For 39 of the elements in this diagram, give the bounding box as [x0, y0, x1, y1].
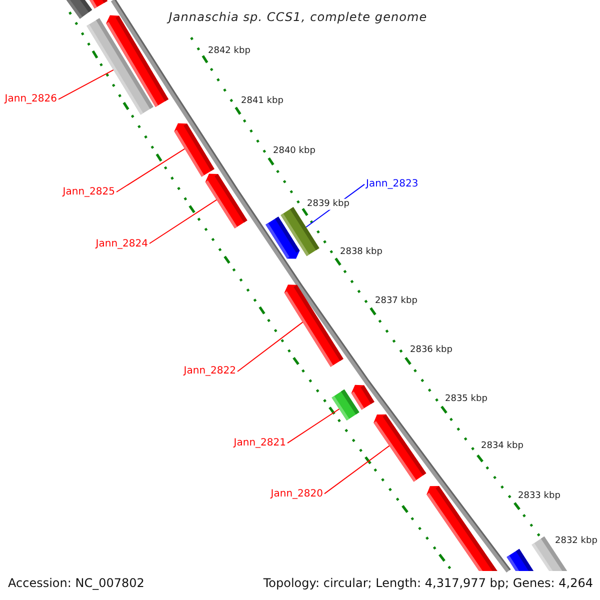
gene-label: Jann_2826 [4, 94, 57, 106]
scale-label: 2837 kbp [375, 296, 418, 306]
gene-block [284, 284, 344, 367]
gene-block [90, 0, 108, 8]
leader-line [58, 69, 114, 100]
gene-block [106, 15, 168, 107]
accession-text: Accession: NC_007802 [8, 577, 144, 591]
leader-line [287, 408, 340, 444]
gene-block [426, 486, 498, 571]
scale-label: 2832 kbp [555, 536, 598, 547]
leader-line [237, 322, 304, 372]
scale-label: 2839 kbp [307, 199, 350, 210]
gene-block [266, 216, 300, 259]
gene-label: Jann_2823 [366, 178, 418, 190]
genome-stats-text: Topology: circular; Length: 4,317,977 bp; Genes: 4,264 [263, 577, 593, 591]
title: Jannaschia sp. CCS1, complete genome [166, 10, 428, 26]
gene-block [374, 414, 426, 482]
scale-label: 2842 kbp [208, 45, 250, 56]
leader-line [116, 148, 186, 192]
scale-label: 2835 kbp [445, 394, 488, 404]
scale-label: 2841 kbp [241, 96, 284, 106]
scale-label: 2836 kbp [410, 345, 452, 356]
leader-line [324, 445, 390, 494]
gene-block [351, 384, 374, 410]
scale-label: 2840 kbp [273, 146, 316, 156]
gene-label: Jann_2820 [270, 488, 323, 500]
gene-block [332, 389, 360, 420]
scale-label: 2833 kbp [518, 490, 560, 501]
leader-line [149, 199, 218, 244]
gene-block [506, 548, 534, 571]
gene-label: Jann_2822 [184, 366, 236, 378]
gene-block [66, 0, 92, 19]
gene-label: Jann_2821 [234, 437, 286, 449]
gene-block [174, 123, 214, 177]
scale-label: 2834 kbp [481, 440, 524, 452]
gene-block [205, 174, 248, 228]
scale-label: 2838 kbp [340, 246, 382, 258]
gene-label: Jann_2824 [96, 238, 148, 250]
gene-label: Jann_2825 [62, 186, 115, 198]
